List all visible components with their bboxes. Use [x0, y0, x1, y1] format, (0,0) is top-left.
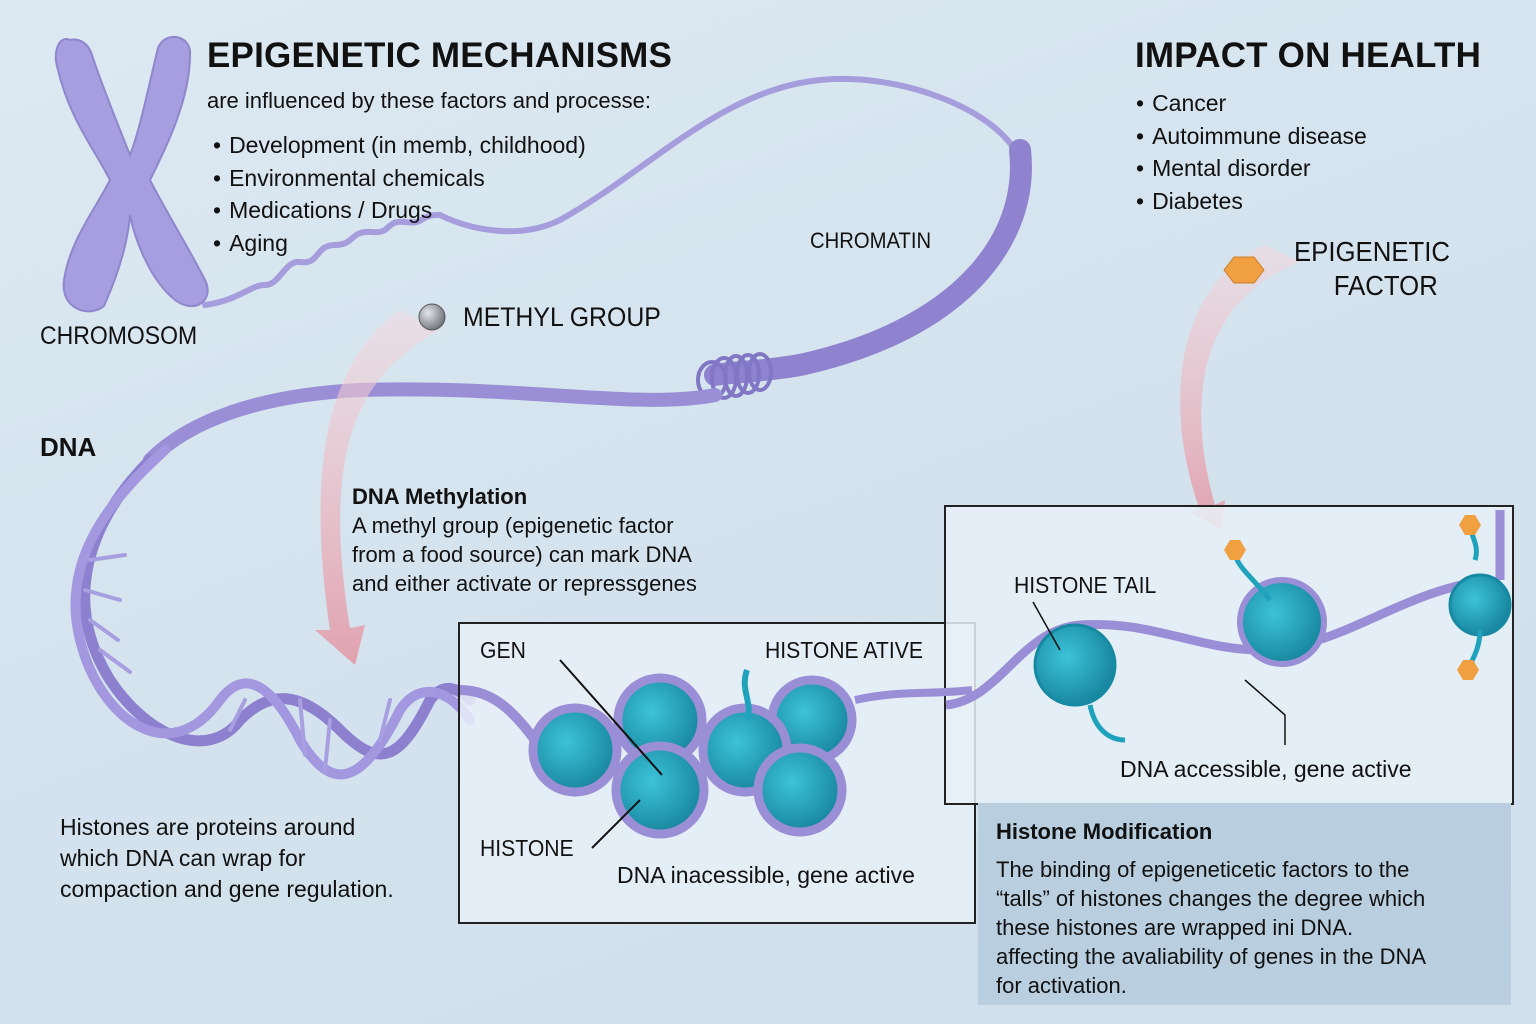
factors-list: Development (in memb, childhood) Environ…: [213, 129, 586, 259]
dna-methylation-text: and either activate or repressgenes: [352, 571, 697, 596]
histone-modification-text: for activation.: [996, 973, 1127, 998]
inaccessible-caption: DNA inacessible, gene active: [617, 862, 915, 888]
histone-modification-panel: [978, 803, 1511, 1005]
histone-modification-text: affecting the avaliability of genes in t…: [996, 944, 1427, 969]
histone-tail-pointer-line: [1032, 601, 1061, 651]
dna-methylation-text: A methyl group (epigenetic factor: [352, 513, 674, 538]
impacts-list: Cancer Autoimmune disease Mental disorde…: [1136, 87, 1367, 217]
accessible-pointer-line: [1244, 679, 1286, 745]
epigenetic-factor-label: EPIGENETIC FACTOR: [1294, 235, 1450, 303]
factor-item: Medications / Drugs: [213, 194, 586, 227]
histone-modification-section: Histone Modification The binding of epig…: [996, 817, 1426, 1000]
histones-note-line: compaction and gene regulation.: [60, 876, 394, 902]
histone-pointer-line: [591, 799, 641, 849]
histone-modification-text: “talls” of histones changes the degree w…: [996, 886, 1426, 911]
dna-methylation-title: DNA Methylation: [352, 484, 528, 509]
chromosome-icon: [54, 35, 209, 313]
histone-open-2: [1237, 577, 1327, 667]
chromatin-coil: [696, 352, 773, 400]
dna-methylation-text: from a food source) can mark DNA: [352, 542, 692, 567]
histone-cluster: [528, 673, 857, 839]
histone-open-1: [1033, 623, 1117, 707]
epigenetic-factor-bound-3: [1457, 660, 1479, 680]
impact-item: Autoimmune disease: [1136, 120, 1367, 153]
gen-label: GEN: [480, 637, 526, 663]
factor-item: Development (in memb, childhood): [213, 129, 586, 162]
dna-double-helix: [70, 445, 476, 780]
histones-note: Histones are proteins around which DNA c…: [60, 812, 394, 905]
mechanisms-subtitle: are influenced by these factors and proc…: [207, 88, 651, 113]
methyl-group-label: METHYL GROUP: [463, 302, 661, 332]
chromatin-label: CHROMATIN: [810, 228, 932, 253]
methyl-group-icon: [418, 303, 446, 331]
dna-label: DNA: [40, 432, 97, 462]
impact-item: Mental disorder: [1136, 152, 1367, 185]
epigenetic-factor-label-line: EPIGENETIC: [1294, 236, 1451, 267]
accessible-caption: DNA accessible, gene active: [1120, 756, 1412, 782]
histone-label: HISTONE: [480, 835, 574, 861]
gen-pointer-line: [559, 659, 663, 776]
histones-note-line: Histones are proteins around: [60, 814, 356, 840]
factor-item: Environmental chemicals: [213, 162, 586, 195]
epigenetic-factor-arrow: [1180, 245, 1300, 530]
epigenetic-factor-bound-1: [1224, 540, 1246, 560]
chromosome-label: CHROMOSOM: [40, 322, 198, 350]
epigenetic-mechanisms-title: EPIGENETIC MECHANISMS: [207, 36, 673, 75]
histone-tail-label: HISTONE TAIL: [1014, 572, 1157, 598]
histone-open-3: [1448, 573, 1512, 637]
dna-methylation-section: DNA Methylation A methyl group (epigenet…: [352, 482, 697, 598]
histone-modification-text: these histones are wrapped ini DNA.: [996, 915, 1354, 940]
epigenetic-factor-label-line: FACTOR: [1333, 270, 1438, 301]
epigenetic-factor-bound-2: [1459, 515, 1481, 535]
histone-tail: [741, 669, 752, 721]
methylation-arrow: [315, 310, 440, 665]
epigenetic-factor-icon: [1223, 256, 1265, 284]
histone-active-label: HISTONE ATIVE: [765, 637, 923, 663]
histones-note-line: which DNA can wrap for: [60, 845, 306, 871]
dna-fiber: [143, 382, 722, 467]
factor-item: Aging: [213, 227, 586, 260]
histone-modification-title: Histone Modification: [996, 819, 1213, 844]
impact-item: Cancer: [1136, 87, 1367, 120]
impact-item: Diabetes: [1136, 185, 1367, 218]
impact-on-health-title: IMPACT ON HEALTH: [1135, 36, 1482, 75]
histone-modification-text: The binding of epigeneticetic factors to…: [996, 857, 1410, 882]
